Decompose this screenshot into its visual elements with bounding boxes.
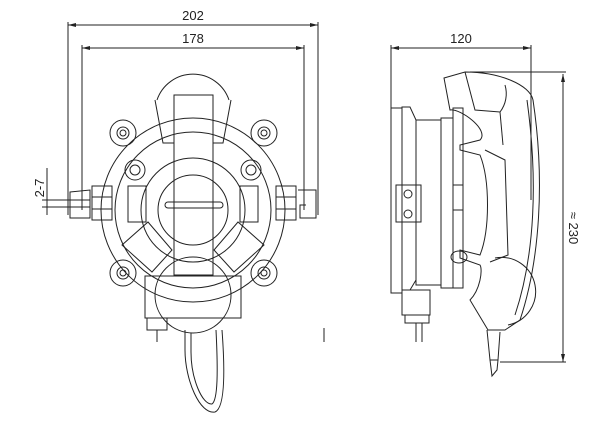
dimension-2-7: 2-7 <box>32 168 90 215</box>
dimension-202: 202 <box>67 8 319 215</box>
housing-outer <box>100 117 286 303</box>
dimension-label-202: 202 <box>182 8 204 23</box>
mounting-ears <box>109 119 278 287</box>
dimension-label-hole: 2-7 <box>32 179 47 198</box>
dimension-label-120: 120 <box>450 31 472 46</box>
front-view: 202 178 2-7 <box>32 8 325 413</box>
handset-side <box>443 71 540 378</box>
side-view: 120 ≈ 230 <box>390 31 581 378</box>
dimension-178: 178 <box>81 31 305 210</box>
handset-front <box>144 73 242 342</box>
dimension-230: ≈ 230 <box>470 71 581 363</box>
dimension-label-178: 178 <box>182 31 204 46</box>
terminal-block <box>395 184 422 223</box>
cable <box>184 329 225 413</box>
dimension-label-230: ≈ 230 <box>566 212 581 244</box>
dimension-120: 120 <box>390 31 532 200</box>
